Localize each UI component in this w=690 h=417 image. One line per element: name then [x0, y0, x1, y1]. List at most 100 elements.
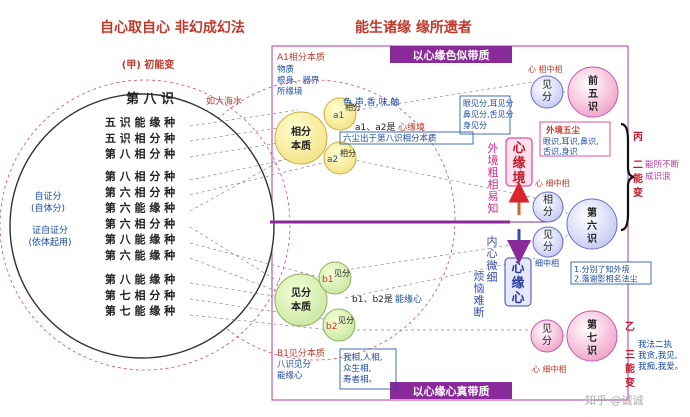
xiang-essence-2: 本质	[291, 139, 311, 152]
seed-item: 第 六 能 缘 种	[105, 201, 175, 215]
b-note2-line: 我相,人相,	[343, 352, 382, 363]
top-band-label: 以心缘色似带质	[413, 48, 490, 62]
brace-icon	[620, 122, 635, 232]
five-dust-line: 眼识,耳识,鼻识,	[543, 136, 599, 146]
right-connectors	[561, 91, 569, 337]
b1-line: 八识见分	[277, 360, 312, 370]
b2-circle	[322, 308, 356, 342]
yi-char: 变	[625, 376, 635, 389]
proof-self-proof: 证自证分	[32, 224, 68, 236]
b-note2: 我相,人相,众生相,寿者相。	[343, 352, 382, 385]
xiang-char: 相	[543, 193, 553, 206]
five-node-text: 前五识	[588, 74, 598, 113]
mind-mind-char: 缘	[511, 275, 524, 291]
seed-list: 五 识 能 缘 种五 识 相 分 种第 八 相 分 种第 八 相 分 种第 六 …	[105, 115, 175, 318]
mind-realm-char: 缘	[512, 155, 525, 171]
five-dust-title: 外境五尘	[545, 125, 581, 136]
seed-item: 第 八 相 分 种	[105, 147, 175, 161]
top-band	[390, 46, 512, 63]
five-dust-lines: 眼识,耳识,鼻识,舌识,身识	[543, 136, 599, 156]
five-see-line: 鼻见分,舌见分	[463, 109, 514, 119]
inner-char: 内	[487, 234, 498, 248]
five-node-char: 前	[588, 74, 598, 87]
b2-tag: b2	[326, 322, 337, 332]
mind-realm-char: 心	[512, 141, 525, 156]
seed-item: 第 六 能 缘 种	[105, 248, 175, 262]
mind-mind: 心缘心	[511, 261, 524, 306]
five-see-line: 眼见分,耳见分	[463, 99, 514, 108]
five-see-box	[459, 95, 511, 135]
a2-tag: a2	[327, 155, 338, 165]
bing-char: 二	[633, 159, 643, 171]
six-box-line: 2.落谢影相名法尘	[574, 274, 638, 284]
seven-node-char: 第	[587, 318, 597, 331]
dashed-ring	[0, 79, 291, 371]
eighth-title: 第 八 识	[126, 91, 174, 107]
yi-char: 三	[625, 349, 635, 361]
seven-consciousness-node	[566, 310, 618, 362]
jian-essence-1: 见分	[291, 286, 311, 299]
outer-char: 粗	[488, 166, 499, 179]
seven-node-text: 第七识	[587, 318, 597, 357]
xiang-char: 分	[543, 206, 553, 218]
xiang-essence-1: 相分	[291, 125, 311, 138]
six-xiang-label: 心 细中相	[535, 178, 570, 188]
inner-char: 断	[474, 305, 485, 319]
b-note-prefix: b1、b2是	[352, 294, 393, 305]
mind-mind-char: 心	[511, 261, 524, 276]
six-see-text: 见分	[543, 229, 553, 253]
five-node-char: 五	[588, 88, 598, 100]
seed-item: 第 七 能 缘 种	[105, 304, 175, 318]
outer-char: 易	[488, 190, 499, 203]
five-see-text: 见分	[542, 79, 552, 103]
heading-right: 能生诸缘 缘所遗者	[355, 19, 472, 36]
outer-char: 相	[488, 178, 499, 191]
six-see-node	[532, 226, 564, 258]
seed-item: 五 识 能 缘 种	[105, 115, 175, 129]
bottom-band	[390, 382, 512, 399]
seed-item: 第 七 相 分 种	[105, 288, 175, 302]
mind-realm: 心缘境	[512, 141, 525, 186]
watermark: 知乎 @诚诚	[585, 393, 644, 407]
a-note-prefix: a1、a2是	[355, 122, 395, 133]
five-dust-box	[539, 121, 611, 157]
seed-item: 第 六 相 分 种	[105, 185, 175, 199]
b1-circle	[318, 261, 352, 295]
six-node-char: 六	[587, 219, 597, 232]
yi-char: 乙	[625, 321, 635, 333]
a1-line: 根身、器界	[277, 75, 320, 86]
proof-self-proof-sub: (依体起用)	[28, 236, 71, 248]
five-dust-line: 舌识,身识	[543, 146, 578, 156]
outer-char: 知	[488, 201, 499, 215]
jian-essence-circle	[274, 273, 328, 327]
five-see-line: 身见分	[463, 120, 487, 130]
b1-line: 能缘心	[277, 370, 303, 381]
seven-node-char: 七	[587, 331, 597, 344]
inner-char: 细	[487, 271, 498, 284]
inner-char: 心	[487, 247, 498, 260]
inner-char: 烦	[474, 270, 485, 283]
bing-note-line: 成识浪	[645, 171, 671, 182]
a-note2-box	[339, 131, 474, 145]
six-box	[570, 261, 652, 285]
five-node-char: 识	[588, 101, 598, 113]
b-note-highlight: 能缘心	[395, 293, 422, 305]
six-box-line: 1.分别了知外境	[574, 264, 630, 274]
five-consciousness-node	[567, 66, 619, 118]
yi-note-line: 我贪,我见,	[638, 350, 677, 361]
self-proof-sub: (自体分)	[31, 202, 65, 214]
outer-char: 境	[488, 153, 499, 167]
see-char: 分	[542, 335, 552, 347]
seed-item: 第 八 能 缘 种	[105, 232, 175, 246]
